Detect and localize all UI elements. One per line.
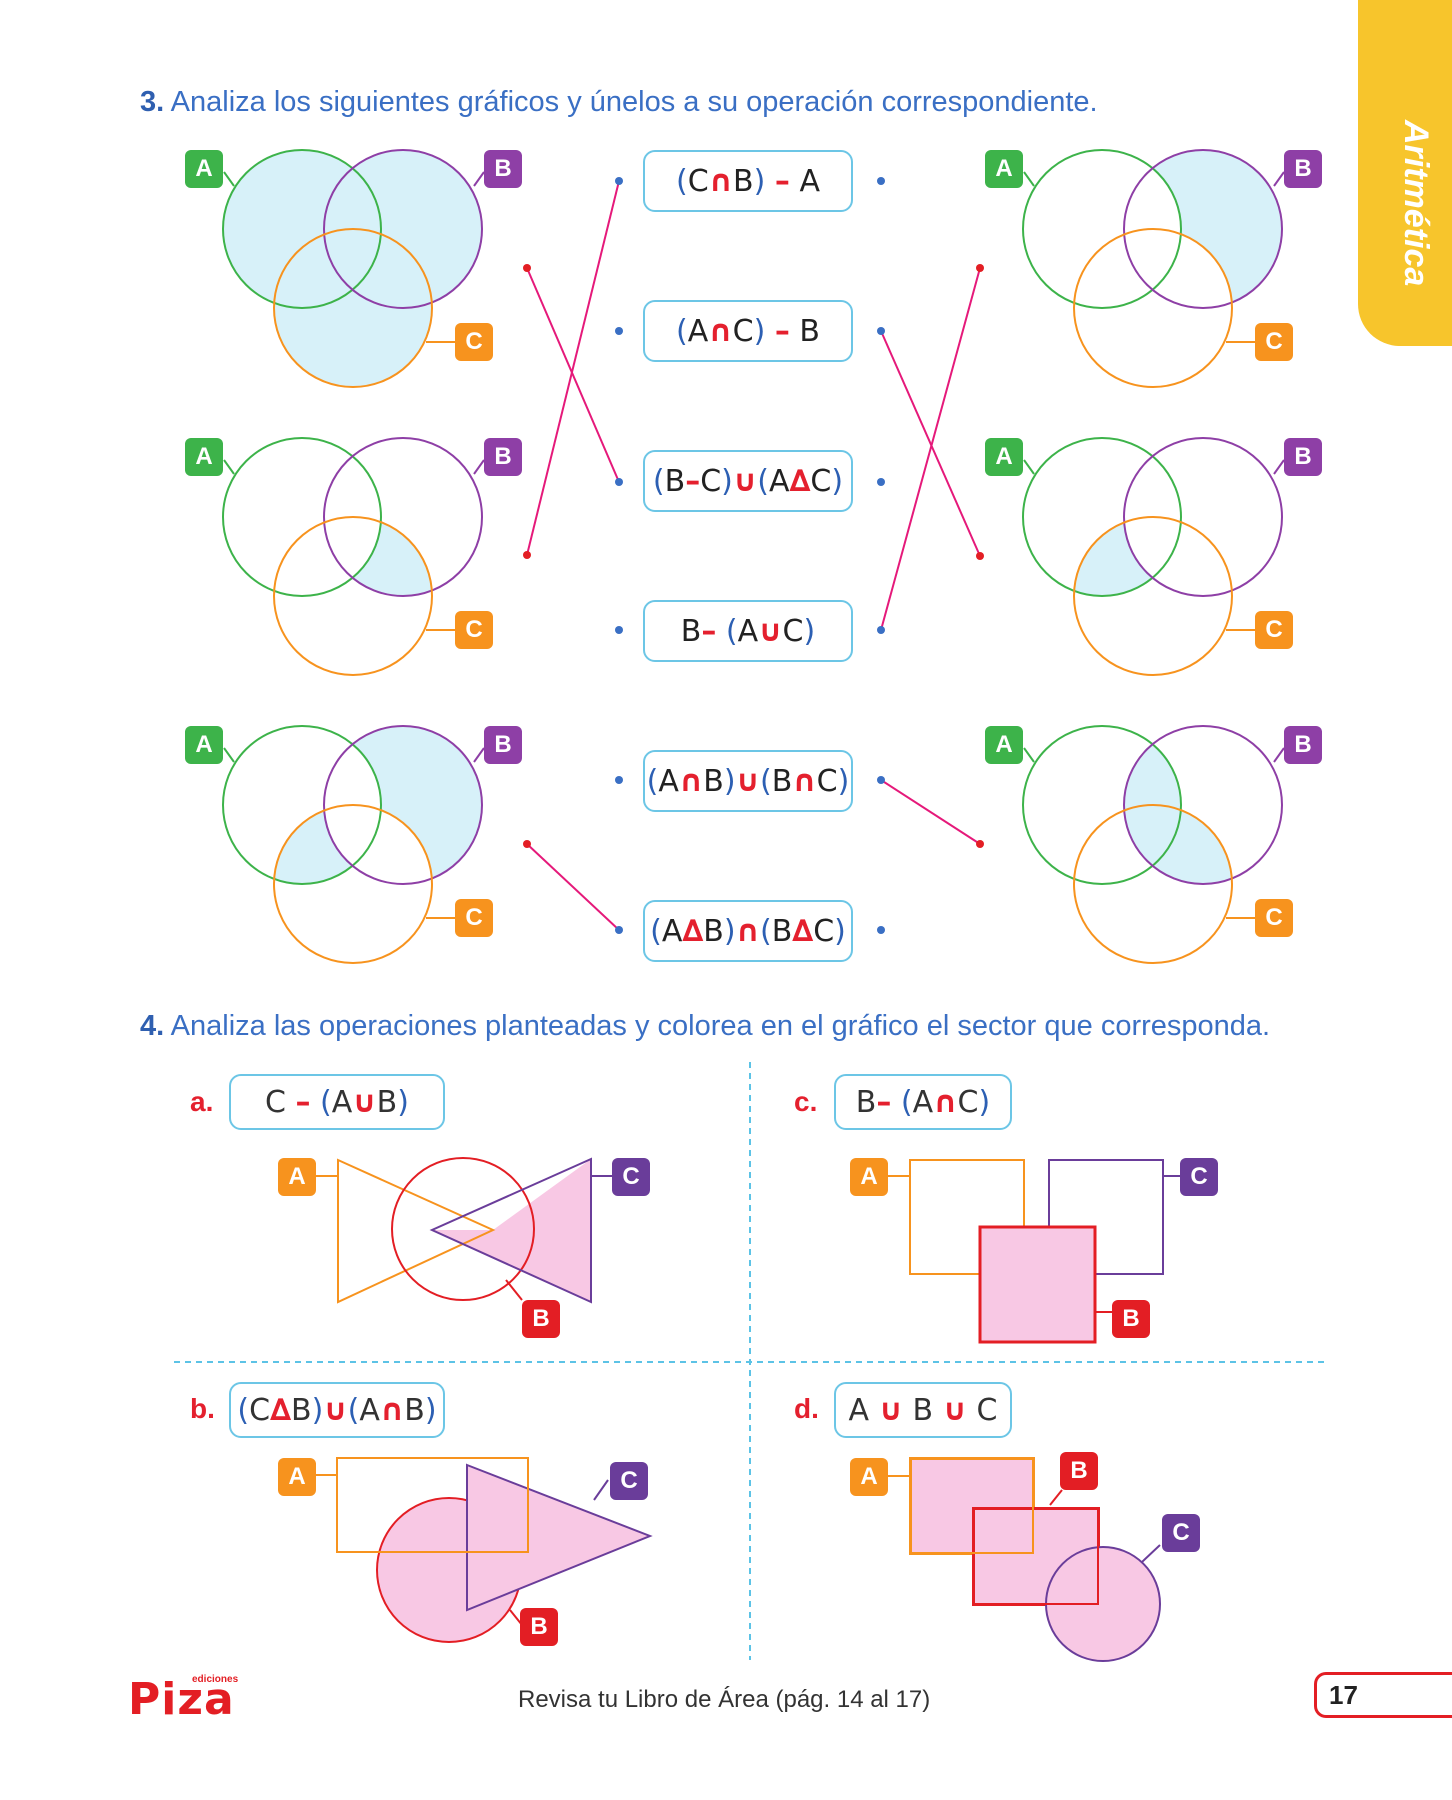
question-4-text: Analiza las operaciones planteadas y col… [170, 1010, 1271, 1042]
figure-d [886, 1457, 1161, 1662]
venn-label-c: C [455, 323, 493, 361]
section-tab [1358, 0, 1452, 346]
question-3-number: 3. [140, 86, 165, 118]
question-4-number: 4. [140, 1010, 165, 1042]
figure-d-label-b: B [1060, 1452, 1098, 1490]
figure-c-label-b: B [1112, 1300, 1150, 1338]
publisher-logo: Piza [128, 1674, 235, 1725]
matching-red-dots [523, 264, 984, 848]
section-tab-label: Aritmética [1397, 120, 1435, 287]
item-b-letter: b. [190, 1393, 215, 1424]
venn-label-a: A [985, 438, 1023, 476]
venn-label-c: C [1255, 323, 1293, 361]
figure-a-label-b: B [522, 1300, 560, 1338]
venn-label-b: B [484, 726, 522, 764]
venn-left-1 [222, 149, 483, 388]
venn-label-b: B [1284, 150, 1322, 188]
item-a-letter: a. [190, 1086, 214, 1117]
figure-c-label-a: A [850, 1158, 888, 1196]
figure-b-label-a: A [278, 1458, 316, 1496]
figure-c-label-c: C [1180, 1158, 1218, 1196]
item-a-operation: C – (A∪B) [229, 1074, 445, 1130]
footer-reference: Revisa tu Libro de Área (pág. 14 al 17) [518, 1686, 931, 1713]
venn-label-b: B [484, 438, 522, 476]
figure-d-label-a: A [850, 1458, 888, 1496]
operation-box-4[interactable]: B– (A∪C) [643, 600, 853, 662]
question-4-title: 4. Analiza las operaciones planteadas y … [140, 1010, 1270, 1043]
matching-lines [526, 180, 981, 931]
venn-label-connectors [223, 171, 1285, 919]
figure-b-label-c: C [610, 1462, 648, 1500]
publisher-logo-sub: ediciones [192, 1674, 239, 1685]
venn-label-b: B [1284, 438, 1322, 476]
figure-a-label-c: C [612, 1158, 650, 1196]
item-d-letter: d. [794, 1393, 819, 1424]
figure-a-label-a: A [278, 1158, 316, 1196]
venn-label-a: A [985, 150, 1023, 188]
question-3-title: 3. Analiza los siguientes gráficos y úne… [140, 86, 1098, 119]
operation-box-2[interactable]: (A∩C) – B [643, 300, 853, 362]
venn-label-c: C [455, 611, 493, 649]
question-3-text: Analiza los siguientes gráficos y únelos… [170, 86, 1098, 118]
item-d-operation: A ∪ B ∪ C [834, 1382, 1012, 1438]
operation-box-3[interactable]: (B–C)∪(A∆C) [643, 450, 853, 512]
figure-a [310, 1157, 612, 1304]
item-c-operation: B– (A∩C) [834, 1074, 1012, 1130]
venn-right-3 [1022, 725, 1283, 964]
venn-label-a: A [185, 438, 223, 476]
figure-b [315, 1457, 653, 1643]
venn-label-c: C [1255, 899, 1293, 937]
venn-label-c: C [455, 899, 493, 937]
venn-right-1 [1022, 149, 1283, 388]
venn-left-3 [222, 725, 483, 964]
venn-label-c: C [1255, 611, 1293, 649]
venn-left-2 [222, 437, 483, 676]
figure-b-label-b: B [520, 1608, 558, 1646]
venn-label-a: A [185, 150, 223, 188]
page-number: 17 [1314, 1672, 1452, 1718]
venn-label-b: B [1284, 726, 1322, 764]
venn-label-a: A [185, 726, 223, 764]
figure-c [886, 1159, 1180, 1344]
operation-box-6[interactable]: (A∆B)∩(B∆C) [643, 900, 853, 962]
matching-blue-dots [615, 177, 885, 934]
item-c-letter: c. [794, 1086, 818, 1117]
venn-label-a: A [985, 726, 1023, 764]
figure-d-label-c: C [1162, 1514, 1200, 1552]
venn-right-2 [1022, 437, 1283, 676]
item-b-operation: (C∆B)∪(A∩B) [229, 1382, 445, 1438]
operation-box-1[interactable]: (C∩B) – A [643, 150, 853, 212]
operation-box-5[interactable]: (A∩B)∪(B∩C) [643, 750, 853, 812]
venn-label-b: B [484, 150, 522, 188]
